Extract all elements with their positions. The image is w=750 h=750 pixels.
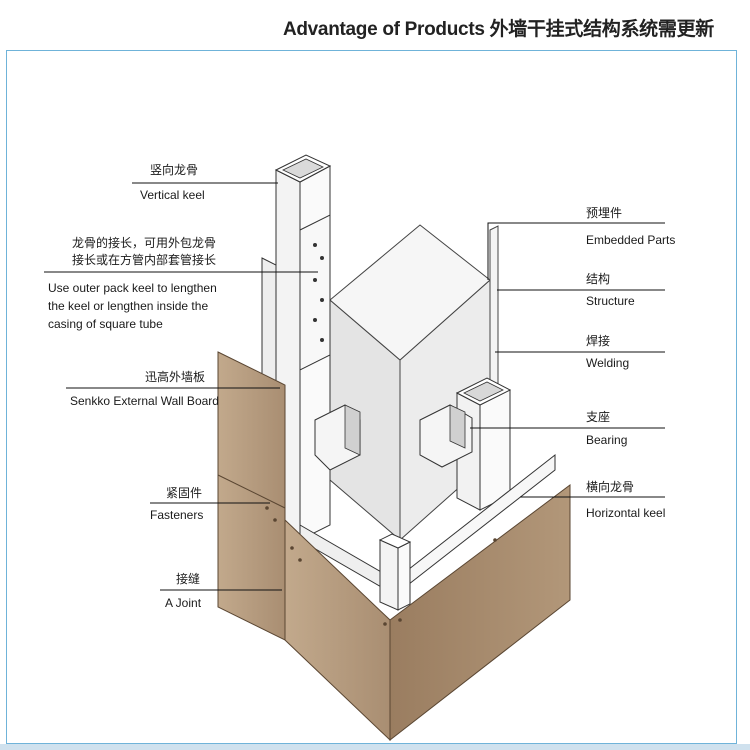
leader-lines: [44, 182, 665, 591]
label-fasteners-cn: 紧固件: [166, 486, 203, 500]
label-welding-en: Welding: [586, 356, 630, 370]
label-wall-board-cn: 迅高外墙板: [145, 370, 206, 384]
label-vertical-keel-cn: 竖向龙骨: [150, 163, 199, 177]
label-embedded-cn: 预埋件: [586, 206, 623, 220]
label-outer-pack-en-3: casing of square tube: [48, 317, 163, 331]
label-horizontal-keel-en: Horizontal keel: [586, 506, 666, 520]
label-bearing-cn: 支座: [586, 410, 611, 424]
bearing-brackets: [314, 404, 473, 471]
label-welding-cn: 焊接: [586, 334, 611, 348]
label-bearing-en: Bearing: [586, 433, 628, 447]
horizontal-keel: [299, 453, 556, 611]
label-horizontal-keel-cn: 横向龙骨: [586, 480, 635, 494]
page-title: Advantage of Products 外墙干挂式结构系统需更新: [282, 19, 714, 40]
label-structure-en: Structure: [586, 294, 635, 308]
label-outer-pack-cn-2: 接长或在方管内部套管接长: [72, 253, 217, 267]
label-vertical-keel-en: Vertical keel: [140, 188, 205, 202]
label-structure-cn: 结构: [586, 272, 611, 286]
label-outer-pack-cn-1: 龙骨的接长，可用外包龙骨: [72, 236, 217, 250]
external-wall-boards: [217, 351, 571, 742]
label-outer-pack-en-2: the keel or lengthen inside the: [48, 299, 209, 313]
label-wall-board-en: Senkko External Wall Board: [70, 394, 219, 408]
diagram-frame: [6, 50, 737, 744]
label-joint-en: A Joint: [165, 596, 202, 610]
label-embedded-en: Embedded Parts: [586, 233, 676, 247]
label-outer-pack-en-1: Use outer pack keel to lengthen: [48, 281, 217, 295]
label-fasteners-en: Fasteners: [150, 508, 204, 522]
bottom-bar: [0, 744, 750, 750]
label-joint-cn: 接缝: [176, 572, 201, 586]
